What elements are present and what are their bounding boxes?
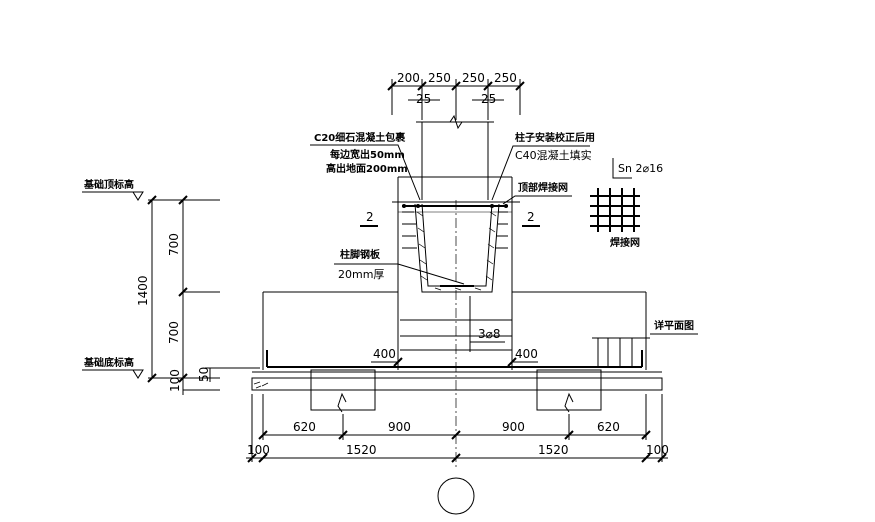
base-plate-note-line2: 20mm厚 xyxy=(338,268,384,281)
bottom-dimension-chain: 620 900 900 620 100 1520 1520 100 xyxy=(246,394,669,515)
plan-ref-note: 详平面图 xyxy=(654,319,694,332)
dim-bottom-620-left: 620 xyxy=(293,420,316,434)
weld-mesh-detail xyxy=(590,188,640,232)
dim-ledge-right: 400 xyxy=(515,347,538,361)
section-marks: 2 2 xyxy=(360,210,540,227)
dim-bottom-900-left: 900 xyxy=(388,420,411,434)
section-mark-left: 2 xyxy=(366,210,374,224)
dim-left-50: 50 xyxy=(197,367,211,382)
blinding-layer xyxy=(251,369,663,413)
pedestal xyxy=(392,201,520,293)
dim-left-lower-700: 700 xyxy=(167,321,181,344)
dim-bottom-620-right: 620 xyxy=(597,420,620,434)
top-elevation-label: 基础顶标高 xyxy=(83,178,134,191)
dim-top-4: 250 xyxy=(494,71,517,85)
weld-mesh-label: 焊接网 xyxy=(610,236,640,249)
dim-bottom-1520-left: 1520 xyxy=(346,443,377,457)
dim-left-100: 100 xyxy=(168,369,182,392)
dim-bottom-100-left: 100 xyxy=(247,443,270,457)
top-mesh-note: 顶部焊接网 xyxy=(518,181,568,194)
section-mark-right: 2 xyxy=(527,210,535,224)
dim-top-1: 200 xyxy=(397,71,420,85)
base-plate-note-line1: 柱脚钢板 xyxy=(340,248,381,261)
dim-bottom-900-right: 900 xyxy=(502,420,525,434)
dim-left-1400: 1400 xyxy=(136,275,150,306)
precast-column xyxy=(416,90,494,200)
top-dimension-chain: 200 250 250 250 25 25 xyxy=(387,71,525,120)
column-fill-note-line2: C40混凝土填实 xyxy=(515,148,592,162)
left-dimension-chain: 700 700 1400 50 100 基础顶标高 基础底标高 xyxy=(82,178,260,395)
sn-rebar-note: Sn 2⌀16 xyxy=(618,162,663,175)
c20-note-line3: 高出地面200mm xyxy=(326,162,408,175)
column-fill-note-line1: 柱子安装校正后用 xyxy=(515,131,595,144)
dim-bottom-1520-right: 1520 xyxy=(538,443,569,457)
bottom-elevation-label: 基础底标高 xyxy=(83,356,134,369)
annotations: C20细石混凝土包裹 每边宽出50mm 高出地面200mm 柱子安装校正后用 C… xyxy=(310,131,698,335)
dim-top-2: 250 xyxy=(428,71,451,85)
dim-top-3: 250 xyxy=(462,71,485,85)
dim-left-upper-700: 700 xyxy=(167,233,181,256)
c20-note-line1: C20细石混凝土包裹 xyxy=(314,131,406,144)
dim-bottom-100-right: 100 xyxy=(646,443,669,457)
footing xyxy=(262,200,650,470)
axis-bubble xyxy=(437,477,475,515)
ledge-dimensions: 400 400 3⌀8 xyxy=(371,327,538,367)
dim-ledge-left: 400 xyxy=(373,347,396,361)
c20-encasement xyxy=(397,176,513,202)
c20-note-line2: 每边宽出50mm xyxy=(330,148,405,161)
dim-top-sub-2: 25 xyxy=(481,92,496,106)
rebar-3phi8: 3⌀8 xyxy=(478,327,501,341)
dim-top-sub-1: 25 xyxy=(416,92,431,106)
